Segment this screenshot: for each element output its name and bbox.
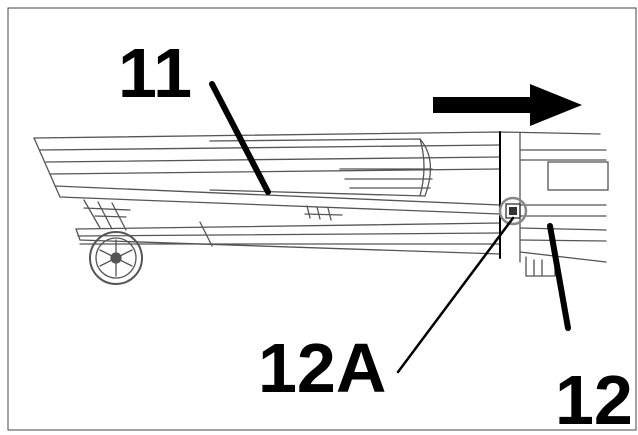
end-section — [499, 131, 609, 277]
upper-rail — [33, 131, 601, 215]
leader-line-12a — [396, 216, 515, 374]
leader-line-11 — [209, 81, 271, 195]
leader-line-12 — [547, 223, 571, 331]
rail-bracket — [304, 205, 343, 221]
arrow-right-icon — [433, 84, 582, 126]
callout-11: 11 — [118, 34, 192, 112]
callout-12a: 12A — [258, 329, 386, 407]
lower-rail — [75, 221, 501, 255]
diagram-frame — [7, 7, 637, 431]
callout-12: 12 — [555, 361, 633, 435]
castor-wheel — [83, 199, 143, 285]
assembly-drawing — [33, 131, 609, 285]
